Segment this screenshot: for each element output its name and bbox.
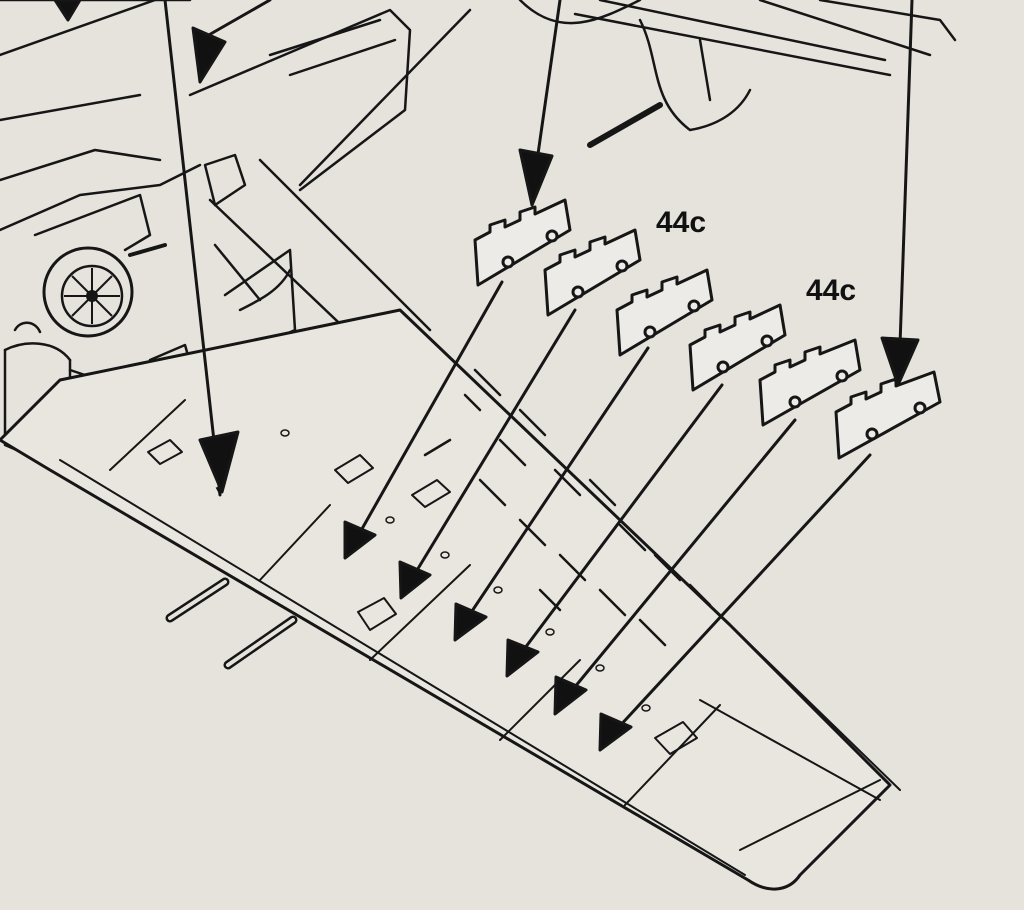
wing-panel-lines [59, 399, 901, 876]
guide-arrow-top [198, 0, 272, 42]
guide-arrowhead-right [880, 336, 920, 387]
wing-ejection-marks [423, 368, 712, 647]
part-number-label: 44c [806, 274, 856, 307]
guide-arrowhead-top [191, 26, 227, 84]
bracket-part [473, 198, 572, 287]
bracket-part [615, 268, 714, 357]
guide-arrowhead-center [518, 148, 554, 207]
fuselage-outline [0, 0, 957, 332]
guide-arrow-left [163, 0, 223, 497]
bracket-part [834, 370, 942, 460]
guide-arrowhead-left [198, 430, 240, 494]
bracket-part [543, 228, 642, 317]
placement-arrows [343, 280, 872, 752]
guide-arrow-right [898, 0, 914, 347]
gun-barrels [165, 577, 298, 670]
bracket-part [688, 303, 787, 392]
wing-rivet-holes [280, 429, 651, 712]
bracket-part [758, 338, 862, 427]
bracket-parts [473, 198, 942, 460]
upper-guide-arrows [53, 0, 920, 497]
part-number-label: 44c [656, 206, 706, 239]
landing-wheel [33, 193, 167, 338]
guide-arrowhead-corner [53, 0, 82, 22]
guide-arrow-center [533, 0, 562, 177]
wing-access-panels [147, 439, 698, 755]
